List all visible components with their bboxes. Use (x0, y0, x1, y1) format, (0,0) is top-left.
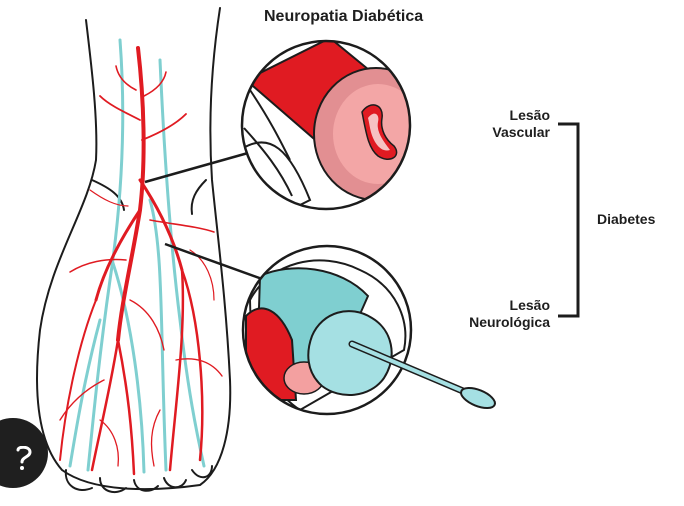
label-vascular-lesion: Lesão Vascular (492, 107, 550, 141)
bracket-icon (558, 124, 578, 316)
watermark-glyph-icon (14, 446, 36, 472)
label-vascular-line-1: Lesão (492, 107, 550, 124)
label-diabetes: Diabetes (597, 211, 655, 227)
artery-cross-section-icon (240, 38, 438, 230)
nerve-monofilament-icon (243, 246, 498, 414)
label-neuro-line-1: Lesão (469, 297, 550, 314)
label-neurological-lesion: Lesão Neurológica (469, 297, 550, 331)
label-neuro-line-2: Neurológica (469, 314, 550, 331)
diagram-title: Neuropatia Diabética (264, 8, 423, 26)
foot-nerves (70, 40, 204, 472)
label-vascular-line-2: Vascular (492, 124, 550, 141)
